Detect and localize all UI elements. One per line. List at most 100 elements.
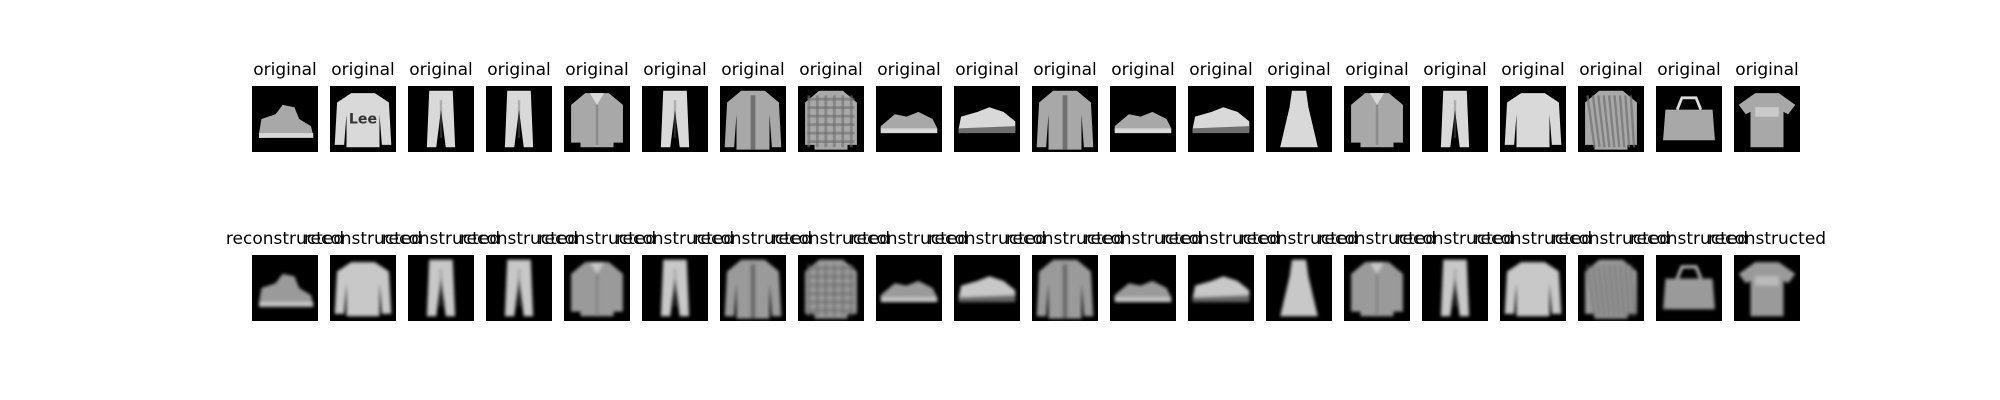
reconstructed-image-17: reconstructed: [1474, 225, 1592, 325]
pullover-image: [1504, 262, 1562, 317]
original-title: original: [253, 60, 317, 80]
shirt-image: [1351, 262, 1403, 317]
original-thumbnail: [1344, 86, 1410, 152]
bag-image: [1663, 96, 1715, 141]
original-image-5: original: [564, 56, 630, 156]
trouser-image: [660, 259, 690, 317]
original-title: original: [1111, 60, 1175, 80]
original-title: original: [643, 60, 707, 80]
original-thumbnail: [408, 86, 474, 152]
original-thumbnail: [1500, 86, 1566, 152]
dress-image: [1280, 90, 1318, 148]
reconstructed-thumbnail: [1422, 255, 1488, 321]
ankle-boot-image: [259, 104, 314, 138]
pullover-image: Lee: [334, 93, 392, 148]
reconstructed-image-2: reconstructed: [304, 225, 422, 325]
original-thumbnail: [720, 86, 786, 152]
reconstructed-title: reconstructed: [1317, 229, 1437, 249]
reconstructed-thumbnail: [1110, 255, 1176, 321]
original-thumbnail: [798, 86, 864, 152]
original-image-18: original: [1578, 56, 1644, 156]
original-title: original: [331, 60, 395, 80]
dress-image: [1280, 259, 1318, 317]
ankle-boot-image: [259, 273, 314, 307]
original-image-3: original: [408, 56, 474, 156]
reconstructed-thumbnail: [1734, 255, 1800, 321]
original-title: original: [1501, 60, 1565, 80]
reconstructed-image-1: reconstructed: [226, 225, 344, 325]
reconstructed-thumbnail: [1656, 255, 1722, 321]
reconstructed-title: reconstructed: [1707, 229, 1827, 249]
reconstructed-title: reconstructed: [1473, 229, 1593, 249]
coat-image: [724, 259, 782, 319]
original-title: original: [565, 60, 629, 80]
reconstructed-image-16: reconstructed: [1396, 225, 1514, 325]
original-thumbnail: [1188, 86, 1254, 152]
original-image-17: original: [1500, 56, 1566, 156]
svg-text:Lee: Lee: [349, 112, 377, 128]
reconstructed-image-9: reconstructed: [850, 225, 968, 325]
shirt-plaid-image: [805, 90, 857, 150]
original-thumbnail: Lee: [330, 86, 396, 152]
reconstructed-image-4: reconstructed: [460, 225, 578, 325]
reconstructed-title: reconstructed: [693, 229, 813, 249]
shirt-image: [571, 262, 623, 317]
tshirt-image: [1738, 93, 1796, 148]
reconstructed-thumbnail: [876, 255, 942, 321]
original-title: original: [1579, 60, 1643, 80]
original-image-4: original: [486, 56, 552, 156]
original-title: original: [1189, 60, 1253, 80]
reconstructed-thumbnail: [1578, 255, 1644, 321]
reconstructed-thumbnail: [720, 255, 786, 321]
original-image-14: original: [1266, 56, 1332, 156]
sandal-image: [1114, 280, 1172, 303]
trouser-image: [1440, 259, 1470, 317]
reconstructed-thumbnail: [798, 255, 864, 321]
reconstructed-title: reconstructed: [1629, 229, 1749, 249]
trouser-image: [426, 90, 456, 148]
sneaker-image: [1192, 107, 1250, 134]
reconstructed-thumbnail: [564, 255, 630, 321]
original-thumbnail: [1422, 86, 1488, 152]
sandal-image: [880, 280, 938, 303]
shirt-image: [1351, 93, 1403, 148]
original-title: original: [1267, 60, 1331, 80]
sandal-image: [880, 111, 938, 134]
original-title: original: [799, 60, 863, 80]
reconstructed-thumbnail: [954, 255, 1020, 321]
reconstructed-thumbnail: [1500, 255, 1566, 321]
shirt-pattern-image: [1585, 259, 1637, 319]
original-image-15: original: [1344, 56, 1410, 156]
original-thumbnail: [1032, 86, 1098, 152]
original-image-19: original: [1656, 56, 1722, 156]
original-image-10: original: [954, 56, 1020, 156]
original-title: original: [1657, 60, 1721, 80]
original-thumbnail: [1578, 86, 1644, 152]
pullover-image: [1504, 93, 1562, 148]
original-title: original: [721, 60, 785, 80]
reconstructed-title: reconstructed: [771, 229, 891, 249]
reconstructed-title: reconstructed: [459, 229, 579, 249]
reconstructed-title: reconstructed: [927, 229, 1047, 249]
trouser-image: [660, 90, 690, 148]
shirt-pattern-image: [1585, 90, 1637, 150]
original-image-8: original: [798, 56, 864, 156]
reconstructed-title: reconstructed: [381, 229, 501, 249]
reconstructed-thumbnail: [1188, 255, 1254, 321]
original-title: original: [1423, 60, 1487, 80]
reconstructed-thumbnail: [486, 255, 552, 321]
sneaker-image: [958, 276, 1016, 303]
original-thumbnail: [954, 86, 1020, 152]
original-thumbnail: [252, 86, 318, 152]
original-image-7: original: [720, 56, 786, 156]
original-thumbnail: [1734, 86, 1800, 152]
reconstructed-title: reconstructed: [225, 229, 345, 249]
original-title: original: [877, 60, 941, 80]
original-image-20: original: [1734, 56, 1800, 156]
original-thumbnail: [642, 86, 708, 152]
reconstructed-title: reconstructed: [303, 229, 423, 249]
reconstructed-title: reconstructed: [1551, 229, 1671, 249]
